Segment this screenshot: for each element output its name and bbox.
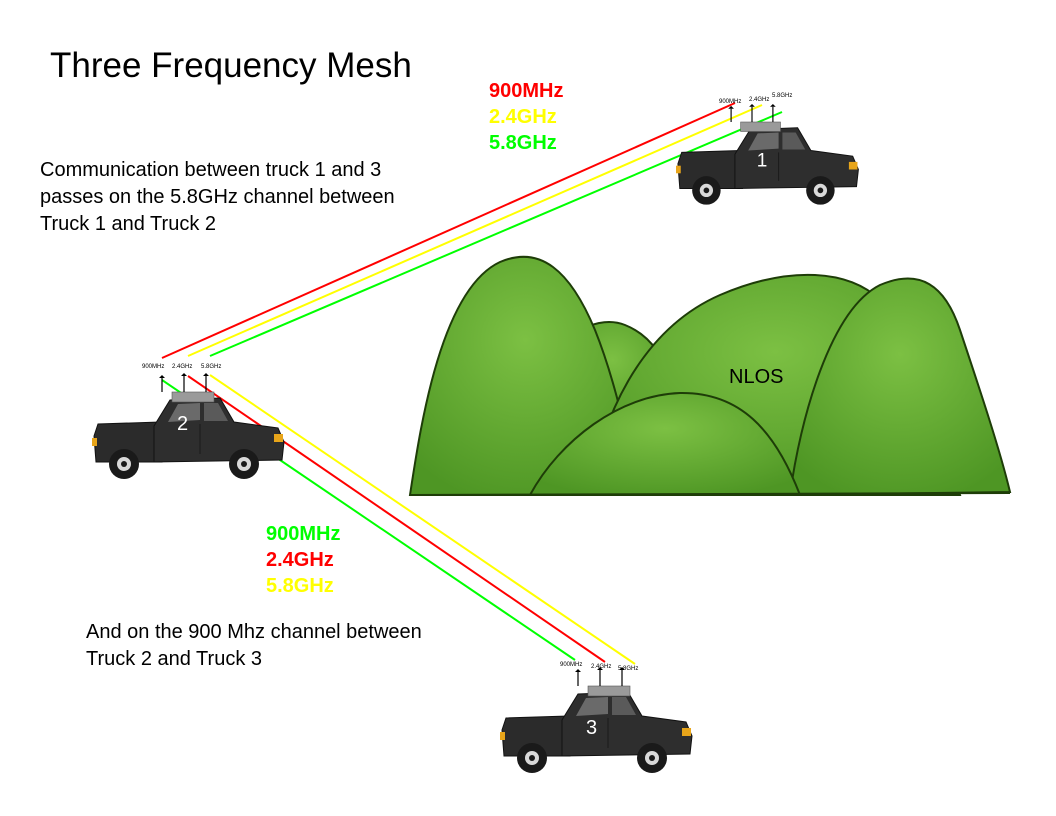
description-line: passes on the 5.8GHz channel between: [40, 186, 395, 208]
nlos-label: NLOS: [729, 366, 783, 388]
truck-1-antenna-label-24: 2.4GHz: [749, 97, 769, 103]
lower-link-band-legend: 900MHz 2.4GHz 5.8GHz: [266, 521, 340, 599]
upper-link-band-legend: 900MHz 2.4GHz 5.8GHz: [489, 78, 563, 156]
hill-front: [528, 391, 802, 496]
band-label-2-4ghz: 2.4GHz: [266, 549, 334, 571]
link-upper-900mhz: [161, 102, 736, 359]
antenna-icon: [158, 372, 215, 403]
band-label-900mhz: 900MHz: [489, 80, 564, 102]
band-label-900mhz: 900MHz: [266, 523, 341, 545]
page-title: Three Frequency Mesh: [50, 46, 412, 85]
truck-2: 2: [91, 372, 285, 480]
truck-3-antenna-label-24: 2.4GHz: [591, 664, 611, 670]
truck-2-antenna-labels: 900MHz 2.4GHz 5.8GHz: [142, 364, 221, 370]
truck-2-antenna-label-24: 2.4GHz: [172, 364, 192, 370]
truck-3-antenna-labels: 900MHz 2.4GHz 5.8GHz: [560, 662, 638, 672]
hill-right: [788, 277, 1012, 497]
description-line: Truck 1 and Truck 2: [40, 213, 216, 235]
description-truck2-truck3: And on the 900 Mhz channel between Truck…: [86, 619, 422, 673]
truck-1-antenna-label-58: 5.8GHz: [772, 93, 792, 99]
description-truck1-truck2: Communication between truck 1 and 3 pass…: [40, 157, 395, 238]
truck-1-number: 1: [757, 151, 768, 172]
truck-1: 1: [675, 103, 859, 206]
description-line: And on the 900 Mhz channel between: [86, 621, 422, 643]
description-line: Truck 2 and Truck 3: [86, 648, 262, 670]
truck-2-antenna-label-900: 900MHz: [142, 364, 164, 370]
link-lower-5-8ghz: [209, 374, 636, 665]
truck-1-antenna-labels: 900MHz 2.4GHz 5.8GHz: [719, 93, 792, 105]
band-label-5-8ghz: 5.8GHz: [489, 132, 557, 154]
band-label-5-8ghz: 5.8GHz: [266, 575, 334, 597]
truck-3-number: 3: [586, 717, 597, 739]
ground-line: [409, 492, 1011, 496]
link-lower-2-4ghz: [187, 375, 606, 663]
truck-2-antenna-label-58: 5.8GHz: [201, 364, 221, 370]
truck-1-antenna-label-900: 900MHz: [719, 99, 741, 105]
truck-3-antenna-label-900: 900MHz: [560, 662, 582, 668]
truck-3-antenna-label-58: 5.8GHz: [618, 666, 638, 672]
truck-3: 3: [499, 666, 693, 774]
nlos-hills: NLOS: [408, 255, 1012, 497]
truck-2-number: 2: [177, 413, 188, 435]
description-line: Communication between truck 1 and 3: [40, 159, 382, 181]
band-label-2-4ghz: 2.4GHz: [489, 106, 557, 128]
link-upper-2-4ghz: [187, 104, 763, 357]
